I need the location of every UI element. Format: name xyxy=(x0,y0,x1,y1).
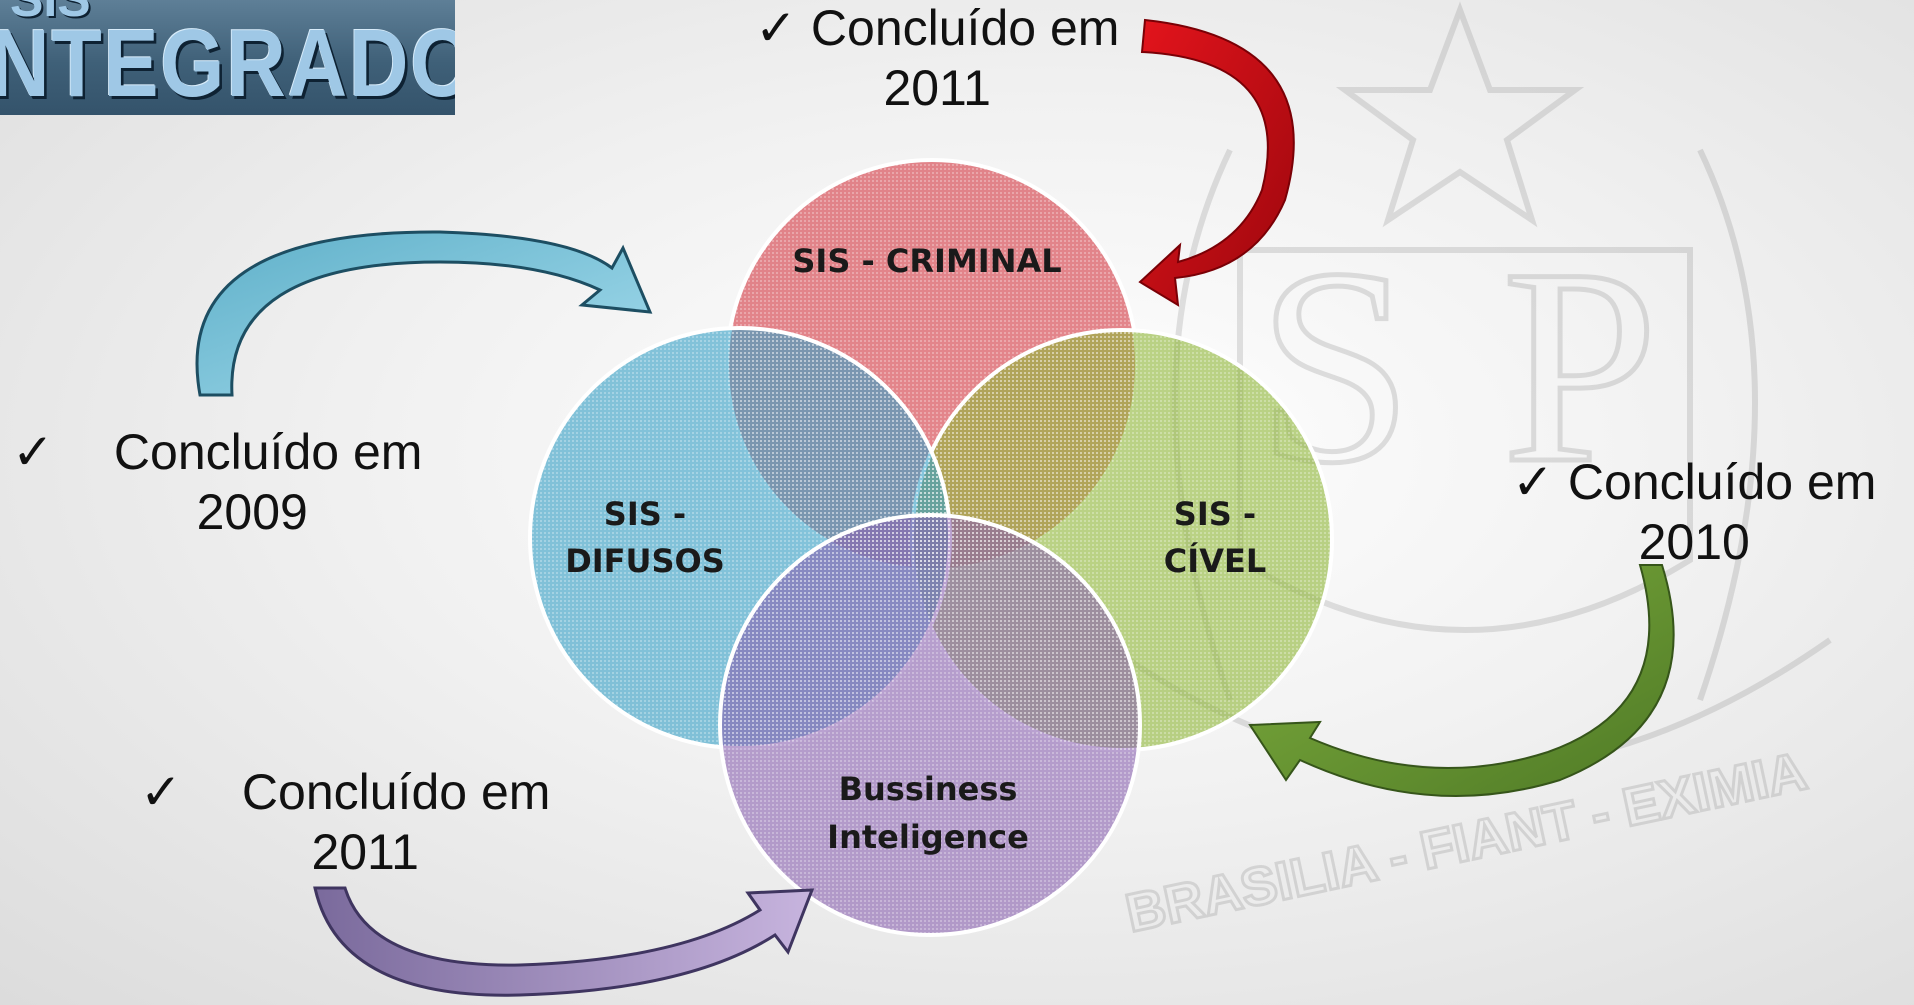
label-sis-civel-line1: SIS - xyxy=(1174,495,1256,533)
label-bi-line1: Bussiness xyxy=(839,770,1018,808)
annotation-bottom-line2: 2011 xyxy=(311,824,419,880)
arrow-red-icon xyxy=(1138,18,1295,307)
venn-circles xyxy=(528,158,1334,937)
annotation-bottom-line1: Concluído em xyxy=(241,764,551,820)
checkmark-icon: ✓ xyxy=(755,0,797,56)
annotation-top-line1: Concluído em xyxy=(810,0,1120,56)
annotation-top-line2: 2011 xyxy=(883,60,991,116)
arrow-blue-icon xyxy=(195,230,653,397)
arrow-green-icon xyxy=(1248,564,1675,797)
logo-text: NTEGRADO xyxy=(0,10,455,115)
label-sis-civel-line2: CÍVEL xyxy=(1164,542,1266,580)
watermark-star xyxy=(1335,1,1585,228)
label-sis-difusos-line1: SIS - xyxy=(604,495,686,533)
label-sis-difusos-line2: DIFUSOS xyxy=(565,542,725,580)
circle-texture-bi xyxy=(720,515,1140,935)
annotation-right-line2: 2010 xyxy=(1638,514,1750,570)
checkmark-icon: ✓ xyxy=(12,424,54,480)
logo-cut-text: SIS xyxy=(10,0,91,28)
sis-integrado-logo: SIS NTEGRADO xyxy=(0,0,455,115)
watermark-letter-p: P xyxy=(1502,210,1658,521)
annotation-top: ✓Concluído em 2011 xyxy=(755,0,1119,118)
label-bi-line2: Inteligence xyxy=(827,818,1029,856)
annotation-left-line1: Concluído em xyxy=(113,424,423,480)
annotation-left: ✓ Concluído em 2009 xyxy=(12,422,422,542)
arrow-purple-icon xyxy=(313,886,815,997)
annotation-left-line2: 2009 xyxy=(196,484,308,540)
annotation-right-line1: Concluído em xyxy=(1567,454,1877,510)
checkmark-icon: ✓ xyxy=(140,764,182,820)
annotation-right: ✓Concluído em 2010 xyxy=(1512,452,1876,572)
annotation-bottom: ✓ Concluído em 2011 xyxy=(140,762,550,882)
label-sis-criminal: SIS - CRIMINAL xyxy=(792,242,1061,280)
checkmark-icon: ✓ xyxy=(1512,454,1554,510)
watermark-wreath-right xyxy=(1697,148,1758,701)
